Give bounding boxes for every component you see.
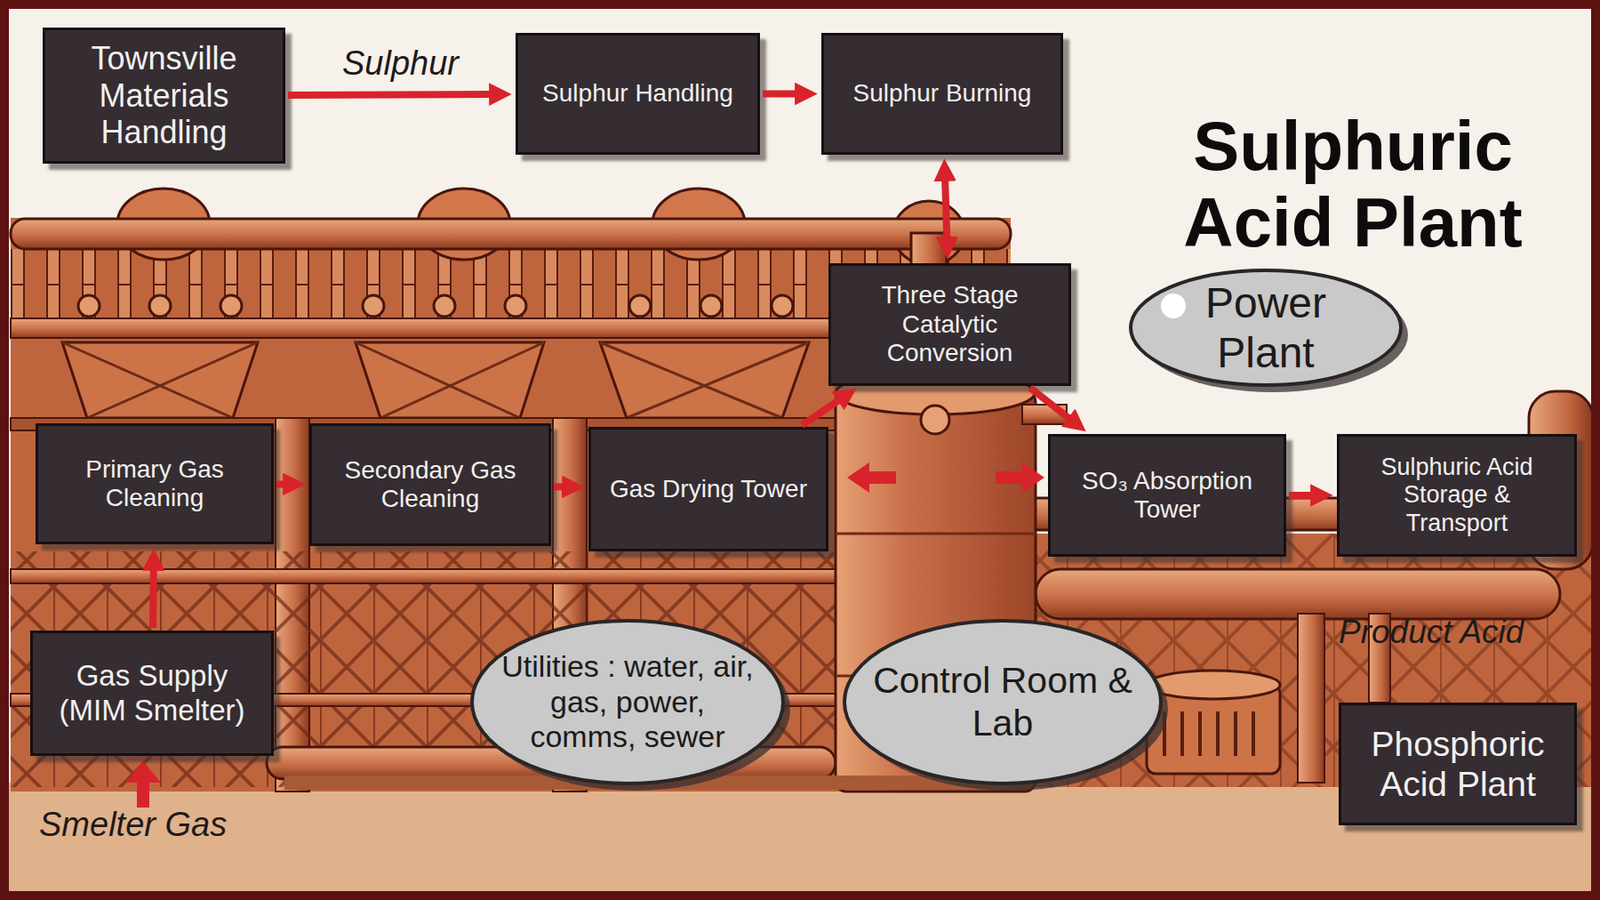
- flow-arrow: [866, 471, 896, 484]
- motor-grille: [1164, 711, 1254, 756]
- valve: [78, 295, 100, 317]
- ellipse-fill: [472, 620, 784, 784]
- node-text: Sulphuric Acid Storage & Transport: [1352, 453, 1562, 537]
- flow-arrow: [149, 569, 158, 628]
- ellipse-node: Power Plant: [1128, 267, 1404, 388]
- hopper: [62, 342, 258, 418]
- flow-arrow: [125, 760, 161, 783]
- flow-arrow: [276, 480, 284, 488]
- flow-arrow: [847, 462, 870, 493]
- valve: [700, 295, 722, 317]
- flow-arrow: [553, 482, 563, 490]
- valve: [771, 295, 793, 317]
- node-text: Phosphoric Acid Plant: [1353, 723, 1562, 804]
- beam: [10, 568, 838, 584]
- hopper: [600, 342, 809, 418]
- truss-frame: [10, 551, 838, 787]
- valve: [362, 295, 384, 317]
- flow-arrow: [801, 400, 839, 425]
- process-box: Sulphur Handling: [515, 32, 760, 155]
- process-box: Secondary Gas Cleaning: [309, 423, 552, 546]
- node-text: Gas Supply (MIM Smelter): [45, 658, 259, 728]
- hopper-brace: [355, 342, 544, 418]
- process-box: Gas Drying Tower: [588, 426, 829, 552]
- hopper: [355, 342, 544, 418]
- flow-arrow: [1030, 387, 1070, 418]
- flow-label: Product Acid: [1338, 613, 1524, 651]
- node-text: Utilities : water, air, gas, power, comm…: [499, 648, 756, 754]
- flow-arrow: [944, 180, 947, 239]
- manhole: [920, 405, 950, 434]
- tower-outlet: [1022, 404, 1067, 424]
- flow-arrow: [1022, 462, 1045, 493]
- process-box: Gas Supply (MIM Smelter): [30, 630, 274, 756]
- node-text: Gas Drying Tower: [609, 474, 808, 504]
- diagram-title: Sulphuric Acid Plant: [1121, 108, 1584, 262]
- flow-arrow: [136, 780, 150, 808]
- node-text: Sulphur Handling: [542, 79, 734, 108]
- top-pipe: [10, 218, 1011, 249]
- big-pipe: [1035, 568, 1560, 619]
- node-text: Secondary Gas Cleaning: [324, 456, 536, 514]
- process-box: Sulphuric Acid Storage & Transport: [1336, 433, 1577, 557]
- hopper-brace: [600, 342, 809, 418]
- valve: [220, 295, 242, 317]
- ellipse-node: Utilities : water, air, gas, power, comm…: [469, 617, 786, 786]
- ellipse-fill: [1130, 270, 1401, 385]
- process-box: Sulphur Burning: [821, 32, 1064, 155]
- process-box: Townsville Materials Handling: [42, 27, 286, 164]
- process-box: Primary Gas Cleaning: [35, 423, 274, 544]
- node-text: Power Plant: [1158, 278, 1374, 377]
- edge-label: Sulphur: [342, 44, 459, 83]
- node-text: Sulphur Burning: [853, 79, 1032, 108]
- process-box: Three Stage Catalytic Conversion: [828, 263, 1072, 386]
- node-text: Townsville Materials Handling: [57, 40, 271, 152]
- ellipse-node: Control Room & Lab: [841, 617, 1164, 786]
- vertical-pipe: [1297, 613, 1325, 783]
- highlight-dot: [1160, 293, 1186, 319]
- pump-top: [1146, 670, 1280, 699]
- node-text: Primary Gas Cleaning: [50, 455, 259, 513]
- process-box: SO₃ Absorption Tower: [1048, 433, 1287, 557]
- flow-label: Smelter Gas: [39, 805, 227, 844]
- valve: [149, 295, 171, 317]
- process-box: Phosphoric Acid Plant: [1338, 702, 1577, 825]
- valve: [504, 295, 527, 317]
- flow-arrow: [762, 90, 796, 98]
- ellipse-fill: [844, 620, 1161, 784]
- node-text: SO₃ Absorption Tower: [1063, 466, 1272, 525]
- node-text: Three Stage Catalytic Conversion: [843, 280, 1056, 368]
- flow-arrow: [1288, 491, 1312, 499]
- node-text: Control Room & Lab: [872, 659, 1134, 744]
- valve: [629, 295, 651, 317]
- valve: [433, 295, 456, 317]
- frame: [4, 4, 1596, 896]
- hopper-brace: [62, 342, 258, 418]
- flow-arrow: [995, 471, 1025, 484]
- flow-arrow: [288, 90, 490, 99]
